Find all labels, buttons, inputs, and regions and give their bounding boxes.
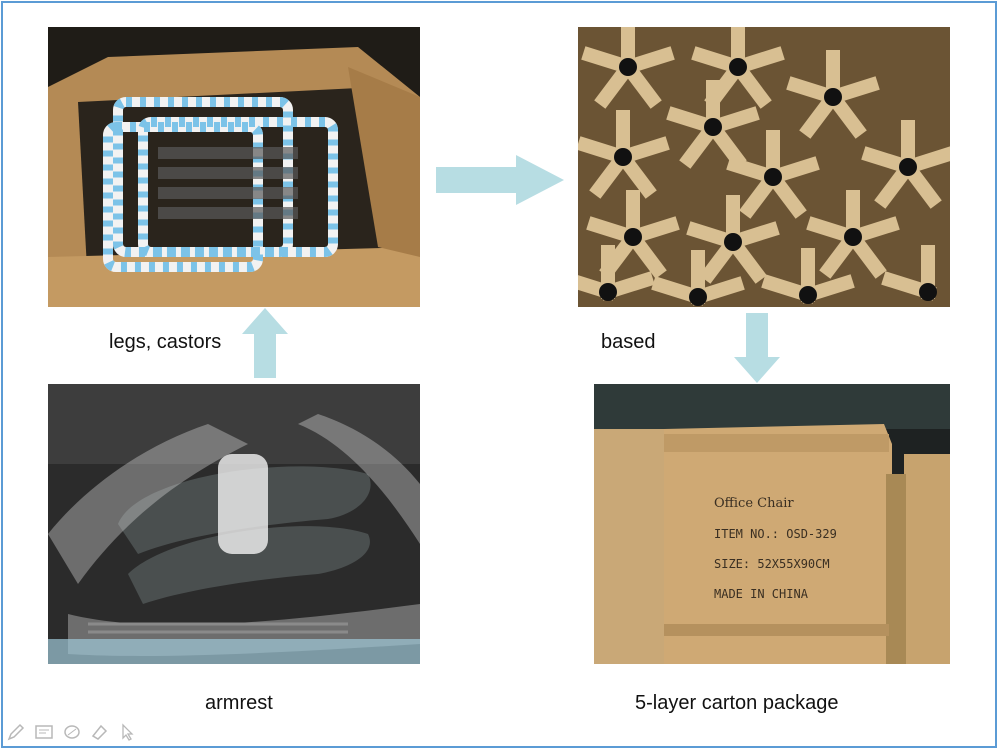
arrow-down-icon: [734, 313, 780, 383]
arrow-up-icon: [242, 308, 288, 378]
slide-icon[interactable]: [34, 722, 54, 742]
carton-print-size: SIZE: 52X55X90CM: [714, 557, 830, 571]
carton-print-title: Office Chair: [714, 496, 794, 511]
arrow-right-icon: [436, 155, 564, 205]
carton-print-item-no: ITEM NO.: OSD-329: [714, 527, 837, 541]
photo-carton: Office Chair ITEM NO.: OSD-329 SIZE: 52X…: [594, 384, 950, 664]
pointer-icon[interactable]: [118, 722, 138, 742]
carton-print: Office Chair ITEM NO.: OSD-329 SIZE: 52X…: [714, 489, 864, 609]
highlighter-icon[interactable]: [90, 722, 110, 742]
pen-icon[interactable]: [6, 722, 26, 742]
photo-legs-castors: [48, 27, 420, 307]
photo-bases: [578, 27, 950, 307]
carton-print-origin: MADE IN CHINA: [714, 587, 808, 601]
photo-armrest: [48, 384, 420, 664]
label-based: based: [601, 331, 656, 353]
eraser-icon[interactable]: [62, 722, 82, 742]
slideshow-toolbar: [6, 720, 138, 744]
label-armrest: armrest: [205, 692, 273, 714]
label-legs-castors: legs, castors: [109, 331, 222, 353]
label-carton-package: 5-layer carton package: [635, 692, 839, 714]
